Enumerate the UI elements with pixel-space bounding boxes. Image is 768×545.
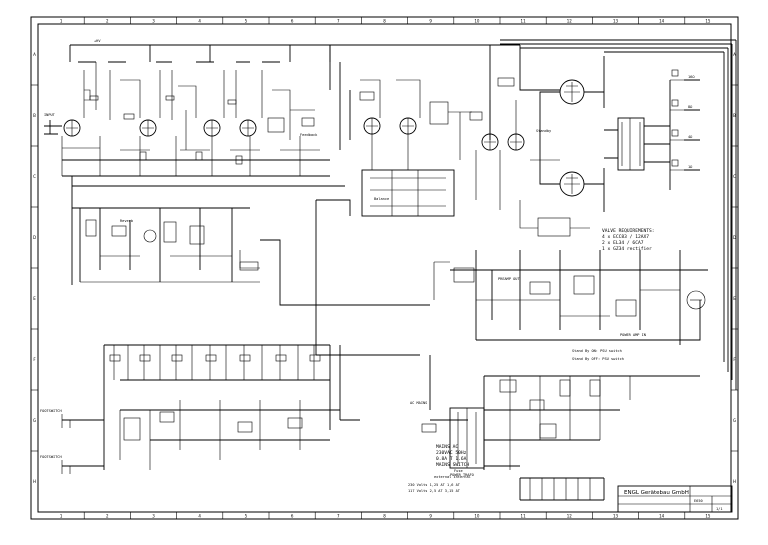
power-trafo-label: POWER TRAFO — [450, 473, 474, 477]
bottom-tick-label: 1 — [60, 514, 63, 519]
right-tick-label: H — [733, 479, 736, 484]
bottom-tick-label: 12 — [567, 514, 573, 519]
left-tick-label: H — [33, 479, 36, 484]
left-tick-label: C — [33, 174, 36, 179]
top-tick-label: 4 — [198, 19, 201, 24]
input-label: INPUT — [44, 113, 56, 117]
power-tube-1 — [559, 79, 585, 105]
preamp-tube-3 — [203, 119, 221, 137]
fuse-row-2: 117 Volts 2,5 AT 3,15 AT — [408, 489, 461, 493]
bottom-tick-label: 8 — [383, 514, 386, 519]
bottom-tick-label: 9 — [429, 514, 432, 519]
output-1-label: 1Ω — [688, 165, 693, 169]
top-tick-label: 5 — [245, 19, 248, 24]
bottom-tick-label: 13 — [613, 514, 619, 519]
output-4-label: 4Ω — [688, 135, 693, 139]
feedback-label: Feedback — [300, 133, 318, 137]
left-tick-label: G — [33, 418, 36, 423]
loop-section — [433, 250, 708, 345]
right-tick-label: F — [733, 357, 736, 362]
right-tick-label: A — [733, 52, 736, 57]
fuse-header-2: external internal — [434, 475, 471, 479]
bottom-tick-label: 10 — [474, 514, 480, 519]
fuse-row-1: 230 Volts 1,25 AT 1,6 AT — [408, 483, 461, 487]
model-number: E650 — [694, 499, 703, 503]
footswitch-2-label: FOOTSWITCH — [40, 455, 62, 459]
border-ticks: 1122334455667788991010111112121313141415… — [31, 17, 738, 519]
left-tick-label: E — [33, 296, 36, 301]
top-tick-label: 8 — [383, 19, 386, 24]
preamp-tube-2 — [139, 119, 157, 137]
top-tick-label: 2 — [106, 19, 109, 24]
bottom-tick-label: 3 — [152, 514, 155, 519]
bottom-tick-label: 7 — [337, 514, 340, 519]
channel-switch-section — [315, 45, 472, 356]
power-amp-in-label: POWER AMP IN — [620, 333, 646, 337]
standby-label: Standby — [536, 129, 552, 133]
inner-frame — [37, 23, 732, 513]
bottom-tick-label: 15 — [705, 514, 711, 519]
top-tick-label: 15 — [705, 19, 711, 24]
top-tick-label: 3 — [152, 19, 155, 24]
top-tick-label: 14 — [659, 19, 665, 24]
top-tick-label: 9 — [429, 19, 432, 24]
power-tube-2 — [559, 171, 585, 197]
left-tick-label: F — [33, 357, 36, 362]
sheet-number: 1/1 — [716, 507, 723, 511]
right-tick-label: E — [733, 296, 736, 301]
standby-off-note: Stand By OFF: PSU switch — [572, 357, 624, 361]
fuse-header-1: Fuse — [454, 469, 463, 473]
reverb-label: Reverb — [120, 219, 133, 223]
top-tick-label: 11 — [521, 19, 527, 24]
top-tick-label: 6 — [291, 19, 294, 24]
balance-label: Balance — [374, 197, 389, 201]
right-tick-label: D — [733, 235, 736, 240]
right-tick-label: C — [733, 174, 736, 179]
hv-label: +HV — [94, 39, 101, 43]
outer-frame — [30, 16, 739, 520]
left-tick-label: D — [33, 235, 36, 240]
power-supply-section — [421, 355, 700, 501]
bottom-tick-label: 5 — [245, 514, 248, 519]
power-amp-section — [469, 39, 737, 390]
left-tick-label: A — [33, 52, 36, 57]
output-8-label: 8Ω — [688, 105, 693, 109]
bottom-tick-label: 2 — [106, 514, 109, 519]
top-tick-label: 12 — [567, 19, 573, 24]
right-tick-label: G — [733, 418, 736, 423]
preamp-tube-1 — [63, 119, 81, 137]
bottom-tick-label: 6 — [291, 514, 294, 519]
preamp-section — [44, 44, 520, 285]
left-tick-label: B — [33, 113, 36, 118]
preamp-tube-4 — [239, 119, 257, 137]
company-name: ENGL Gerätebau GmbH — [624, 490, 689, 496]
footswitch-section — [61, 344, 360, 474]
mains-label: AC MAINS — [410, 401, 427, 405]
standby-on-note: Stand By ON: PSU switch — [572, 349, 622, 353]
title-block: ENGL Gerätebau GmbH E650 1/1 — [617, 485, 733, 513]
footswitch-1-label: FOOTSWITCH — [40, 409, 62, 413]
preamp-out-label: PREAMP OUT — [498, 277, 520, 281]
reverb-section — [72, 207, 430, 306]
bottom-tick-label: 14 — [659, 514, 665, 519]
output-16-label: 16Ω — [688, 75, 695, 79]
top-tick-label: 13 — [613, 19, 619, 24]
top-tick-label: 1 — [60, 19, 63, 24]
top-tick-label: 7 — [337, 19, 340, 24]
bottom-tick-label: 11 — [521, 514, 527, 519]
right-tick-label: B — [733, 113, 736, 118]
top-tick-label: 10 — [474, 19, 480, 24]
bottom-tick-label: 4 — [198, 514, 201, 519]
